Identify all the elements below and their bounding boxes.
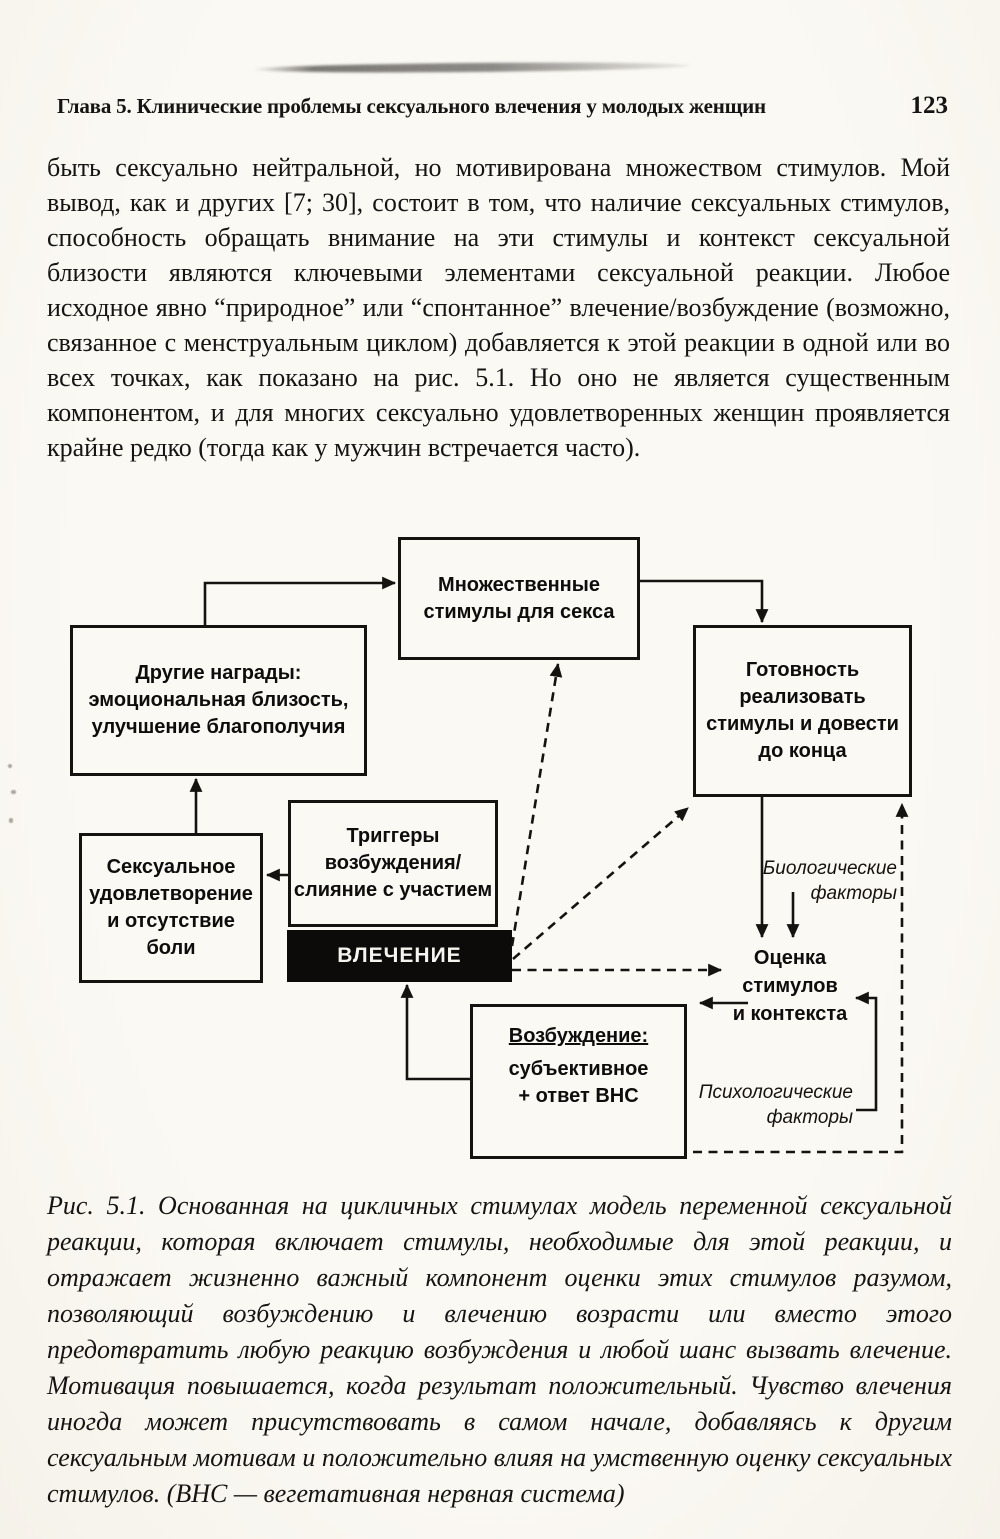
box-line: эмоциональная близость,	[88, 689, 349, 711]
box-desire: ВЛЕЧЕНИЕ	[287, 930, 512, 982]
box-line: удовлетворение	[89, 883, 253, 905]
box-line: Множественные	[438, 573, 600, 596]
box-line: Другие награды:	[135, 662, 302, 684]
label-evaluation: Оценка стимулов и контекста	[704, 944, 876, 1028]
arrow-rewards-to-stimuli	[203, 576, 397, 625]
box-arousal: Возбуждение: субъективное + ответ ВНС	[470, 1004, 687, 1159]
label-line: Психологические	[698, 1082, 853, 1103]
label-psych-factors: Психологические факторы	[683, 1080, 853, 1130]
margin-mark	[11, 790, 16, 794]
box-line: субъективное	[508, 1058, 649, 1080]
box-line: и отсутствие боли	[107, 910, 235, 959]
label-bio-factors: Биологические факторы	[737, 856, 897, 906]
box-line: слияние с участием	[293, 879, 493, 901]
box-line: ВЛЕЧЕНИЕ	[337, 944, 462, 967]
chapter-title: Глава 5. Клинические проблемы сексуально…	[57, 94, 766, 118]
label-line: стимулов	[742, 975, 838, 997]
box-triggers: Триггеры возбуждения/ слияние с участием	[288, 800, 498, 927]
box-satisfaction: Сексуальное удовлетворение и отсутствие …	[79, 833, 263, 983]
arrow-desire-to-readiness-dashed	[512, 807, 689, 960]
body-paragraph: быть сексуально нейтральной, но мотивиро…	[47, 153, 950, 462]
arrow-stimuli-to-readiness	[640, 579, 769, 624]
scan-smudge-artifact	[251, 61, 691, 74]
label-line: факторы	[810, 883, 897, 904]
box-line: реализовать	[739, 686, 866, 708]
box-readiness: Готовность реализовать стимулы и довести…	[693, 625, 912, 797]
box-line: стимулы для секса	[423, 600, 615, 623]
box-other-rewards: Другие награды: эмоциональная близость, …	[70, 625, 367, 776]
figure-diagram: Множественные стимулы для секса Другие н…	[0, 520, 1000, 1180]
arrow-desire-to-stimuli-dashed	[510, 662, 563, 947]
running-header: Глава 5. Клинические проблемы сексуально…	[57, 92, 948, 120]
box-line: возбуждения/	[324, 852, 462, 874]
box-line: улучшение благополучия	[91, 716, 346, 738]
margin-mark	[8, 764, 12, 768]
label-line: факторы	[766, 1107, 853, 1128]
arrow-arousal-to-desire	[400, 983, 470, 1081]
label-line: Оценка	[753, 947, 827, 969]
box-line: + ответ ВНС	[518, 1085, 639, 1107]
box-line: до конца	[758, 740, 847, 762]
box-line: Возбуждение:	[508, 1025, 649, 1047]
box-line: Триггеры	[346, 825, 440, 847]
box-line: Сексуальное	[106, 856, 236, 878]
label-line: Биологические	[762, 858, 897, 879]
page-number: 123	[910, 92, 949, 119]
box-multiple-stimuli: Множественные стимулы для секса	[398, 537, 640, 660]
box-line: Готовность	[745, 659, 860, 681]
figure-caption: Рис. 5.1. Основанная на цикличных стимул…	[47, 1191, 952, 1508]
margin-mark	[9, 818, 13, 823]
box-line: стимулы и довести	[706, 713, 899, 735]
label-line: и контекста	[732, 1003, 848, 1025]
